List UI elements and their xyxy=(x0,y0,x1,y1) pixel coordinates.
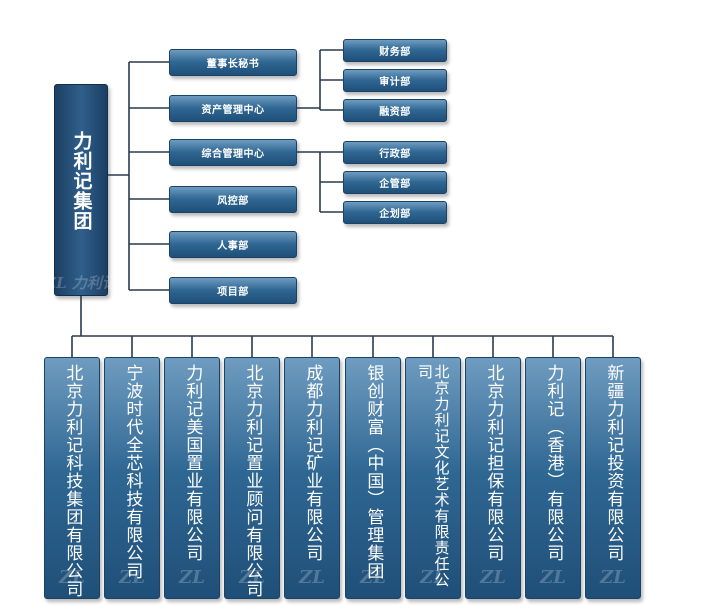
subsidiary-label: 北京力利记文化艺术有限责任公司 xyxy=(416,364,451,588)
subsidiary-node: 成都力利记矿业有限公司 ZL xyxy=(284,357,340,599)
general-child-label: 企管部 xyxy=(379,179,411,190)
logo-watermark-icon: ZL xyxy=(299,567,325,588)
level1-label: 人事部 xyxy=(217,241,249,252)
logo-watermark-icon: ZL xyxy=(540,567,566,588)
level1-label: 风控部 xyxy=(217,196,249,207)
level1-label: 综合管理中心 xyxy=(201,149,265,160)
subsidiary-label: 北京力利记科技集团有限公司 xyxy=(62,364,83,598)
level1-node: 人事部 xyxy=(169,231,297,258)
subsidiary-node: 北京力利记置业顾问有限公司 ZL xyxy=(224,357,280,599)
asset-child-label: 财务部 xyxy=(379,47,411,58)
subsidiary-label: 新疆力利记投资有限公司 xyxy=(603,364,624,562)
general-child-label: 行政部 xyxy=(379,149,411,160)
level1-node: 董事长秘书 xyxy=(169,49,297,76)
logo-watermark-icon: ZL xyxy=(420,567,446,588)
asset-child-node: 审计部 xyxy=(343,69,447,92)
subsidiary-node: 力利记美国置业有限公司 ZL xyxy=(164,357,220,599)
logo-watermark-icon: ZL xyxy=(179,567,205,588)
logo-watermark-icon: ZL xyxy=(600,567,626,588)
level1-label: 资产管理中心 xyxy=(201,105,265,116)
subsidiary-node: 宁波时代全芯科技有限公司 ZL xyxy=(104,357,160,599)
logo-watermark-icon: ZL xyxy=(480,567,506,588)
asset-child-node: 融资部 xyxy=(343,99,447,122)
general-child-label: 企划部 xyxy=(379,209,411,220)
logo-watermark-icon: ZL xyxy=(119,567,145,588)
logo-watermark-icon: ZL xyxy=(59,567,85,588)
logo-watermark-icon: ZL xyxy=(239,567,265,588)
subsidiary-node: 银创财富（中国）管理集团 ZL xyxy=(345,357,401,599)
subsidiary-label: 银创财富（中国）管理集团 xyxy=(363,364,384,580)
level1-label: 项目部 xyxy=(217,287,249,298)
subsidiary-node: 新疆力利记投资有限公司 ZL xyxy=(585,357,641,599)
asset-child-label: 融资部 xyxy=(379,107,411,118)
asset-child-node: 财务部 xyxy=(343,39,447,62)
subsidiary-node: 北京力利记文化艺术有限责任公司 ZL xyxy=(405,357,461,599)
subsidiary-node: 力利记（香港）有限公司 ZL xyxy=(525,357,581,599)
subsidiary-node: 北京力利记担保有限公司 ZL xyxy=(465,357,521,599)
subsidiary-label: 宁波时代全芯科技有限公司 xyxy=(122,364,143,580)
general-child-node: 行政部 xyxy=(343,141,447,164)
subsidiary-label: 力利记（香港）有限公司 xyxy=(543,364,564,562)
level1-node: 综合管理中心 xyxy=(169,139,297,166)
logo-watermark-icon: ZL 力利记 xyxy=(45,274,117,292)
level1-node: 风控部 xyxy=(169,186,297,213)
subsidiary-node: 北京力利记科技集团有限公司 ZL xyxy=(44,357,100,599)
subsidiary-label: 成都力利记矿业有限公司 xyxy=(302,364,323,562)
subsidiary-label: 北京力利记置业顾问有限公司 xyxy=(242,364,263,598)
general-child-node: 企管部 xyxy=(343,171,447,194)
level1-label: 董事长秘书 xyxy=(206,59,260,70)
level1-node: 资产管理中心 xyxy=(169,95,297,122)
root-node: 力利记集团 ZL 力利记 xyxy=(45,84,117,296)
subsidiary-label: 力利记美国置业有限公司 xyxy=(182,364,203,562)
general-child-node: 企划部 xyxy=(343,201,447,224)
asset-child-label: 审计部 xyxy=(379,77,411,88)
level1-node: 项目部 xyxy=(169,277,297,304)
logo-watermark-icon: ZL xyxy=(360,567,386,588)
root-label: 力利记集团 xyxy=(70,131,93,231)
subsidiary-label: 北京力利记担保有限公司 xyxy=(483,364,504,562)
